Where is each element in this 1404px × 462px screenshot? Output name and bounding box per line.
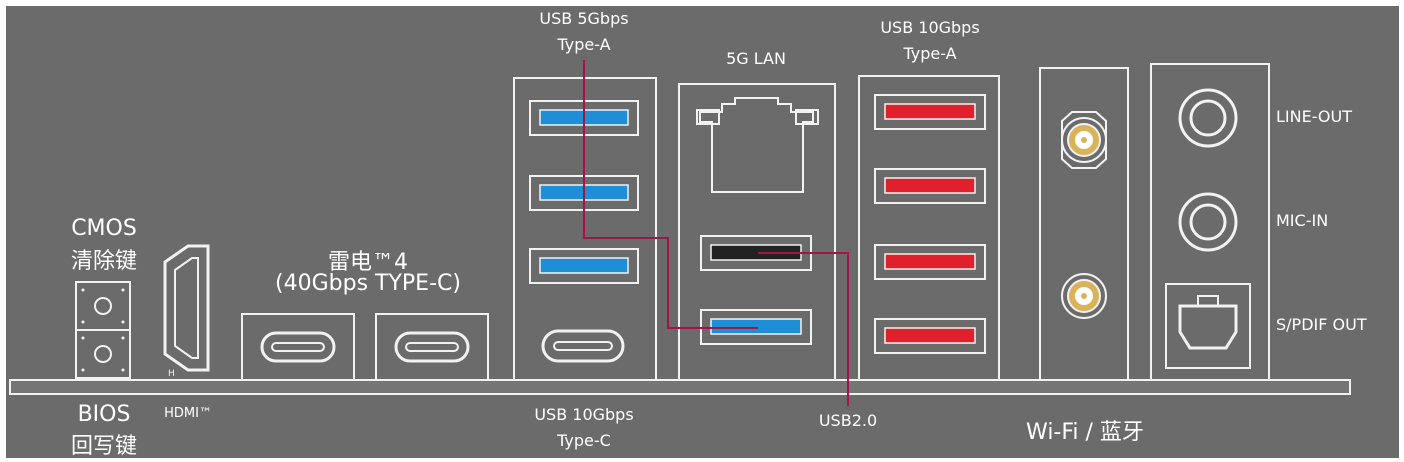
usb-10gbps-type-a-port-4 <box>874 318 986 354</box>
line-out-label: LINE-OUT <box>1276 107 1353 126</box>
usb2-label: USB2.0 <box>818 411 878 430</box>
cmos-label-line2: 清除键 <box>70 249 137 274</box>
thunderbolt-label-line1: 雷电™4 <box>328 250 408 275</box>
bios-flashback-button[interactable] <box>75 329 131 379</box>
wifi-antenna-connector-2 <box>1061 273 1107 319</box>
spdif-out-port <box>1165 283 1251 369</box>
bios-label-line1: BIOS <box>77 402 131 427</box>
mic-in-label: MIC-IN <box>1276 211 1329 230</box>
usb-10gbps-type-a-port-1 <box>874 94 986 130</box>
thunderbolt-label-line2: (40Gbps TYPE-C) <box>275 271 461 296</box>
audio-panel <box>1150 63 1270 381</box>
wifi-antenna-connector-1 <box>1061 111 1107 169</box>
usb2-port <box>700 235 812 271</box>
thunderbolt-port-1 <box>241 313 355 381</box>
cmos-label-line1: CMOS <box>71 216 137 241</box>
usb-10gbps-type-a-port-3 <box>874 244 986 280</box>
wifi-bluetooth-label: Wi-Fi / 蓝牙 <box>1026 420 1144 445</box>
usb-5gbps-label-line2: Type-A <box>557 35 611 54</box>
io-shield-base-bar <box>9 379 1351 395</box>
leader-lines <box>583 60 849 406</box>
usb-5gbps-type-a-port-4 <box>700 309 812 345</box>
cmos-clear-button[interactable] <box>75 281 131 331</box>
usb-10gbps-type-c-label-line1: USB 10Gbps <box>534 405 634 424</box>
usb-10gbps-type-a-label-line2: Type-A <box>903 44 957 63</box>
hdmi-port: H <box>163 244 210 379</box>
hdmi-label: HDMI™ <box>164 406 212 421</box>
usb-10gbps-type-a-label-line1: USB 10Gbps <box>880 18 980 37</box>
usb-10gbps-type-c-label-line2: Type-C <box>557 431 611 450</box>
usb-10gbps-type-a-stack <box>858 75 1000 381</box>
wifi-antenna-panel <box>1039 67 1129 381</box>
usb-5gbps-type-a-port-3 <box>529 248 639 284</box>
5g-lan-port <box>696 97 819 193</box>
usb-5gbps-leader-line <box>583 60 758 329</box>
lan-usb2-stack <box>678 83 836 381</box>
mic-in-jack <box>1178 192 1238 252</box>
usb-10gbps-type-a-port-2 <box>874 168 986 204</box>
svg-text:H: H <box>168 369 175 379</box>
lan-label: 5G LAN <box>726 49 786 68</box>
usb2-leader-line <box>758 252 849 406</box>
usb-10gbps-type-c-port <box>541 329 625 363</box>
spdif-out-label: S/PDIF OUT <box>1276 315 1367 334</box>
usb-5gbps-label-line1: USB 5Gbps <box>539 9 629 28</box>
thunderbolt-port-2 <box>375 313 489 381</box>
line-out-jack <box>1178 88 1238 148</box>
bios-label-line2: 回写键 <box>70 434 137 459</box>
